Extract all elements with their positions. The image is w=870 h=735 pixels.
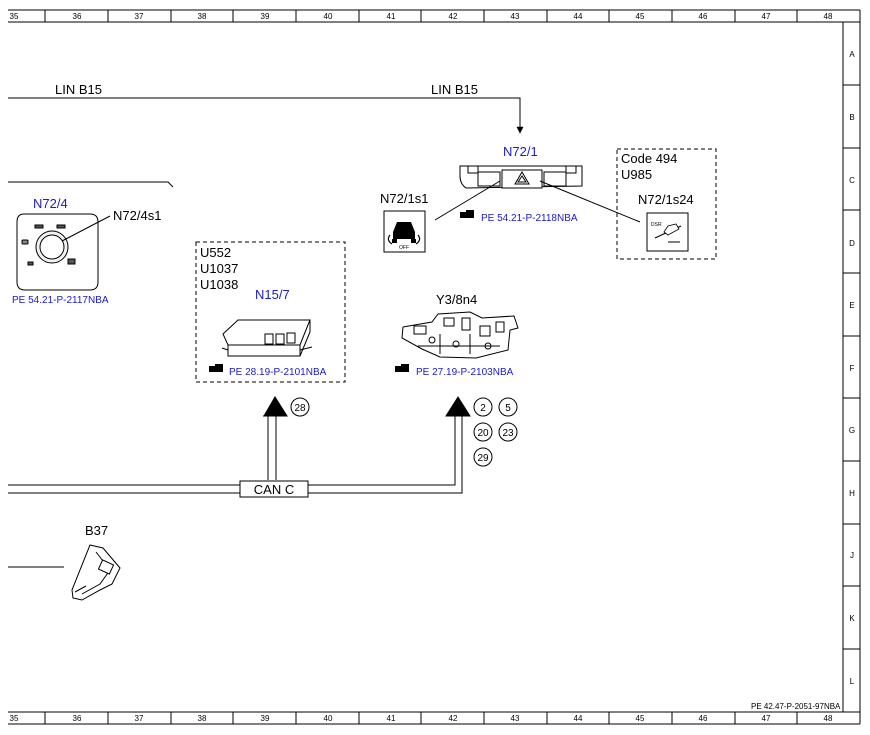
n15-7-ref: PE 28.19-P-2101NBA: [229, 367, 327, 378]
column-ticks: [44, 10, 798, 724]
row-label: J: [850, 551, 854, 560]
column-labels-bottom: 35 36 37 38 39 40 41 42 43 44 45 46 47 4…: [10, 714, 833, 723]
col-label: 37: [135, 714, 144, 723]
col-label: 41: [387, 12, 396, 21]
frame: [8, 9, 861, 725]
row-label: H: [849, 489, 855, 498]
n15-7-code-1: U552: [200, 245, 231, 260]
col-label: 47: [762, 714, 771, 723]
control-panel-icon: [16, 213, 99, 291]
circle-ref: 2: [480, 403, 486, 414]
can-bus: [8, 396, 471, 498]
n72-1s24-code-2: U985: [621, 167, 652, 182]
col-label: 43: [511, 714, 520, 723]
circle-ref: 23: [502, 428, 514, 439]
row-ticks: [843, 84, 860, 650]
col-label: 42: [449, 12, 458, 21]
lin-label-right: LIN B15: [431, 82, 478, 97]
row-label: G: [849, 426, 855, 435]
n72-4-component: N72/4 N72/4s1 PE 54.21-P-2117NBA: [8, 181, 174, 306]
col-label: 44: [574, 12, 583, 21]
overhead-panel-icon: [459, 165, 583, 189]
row-label: A: [849, 50, 855, 59]
n72-1-component: N72/1 PE 54.21-P-2118NBA: [434, 144, 641, 224]
col-label: 44: [574, 714, 583, 723]
n72-1s24-code-1: Code 494: [621, 151, 677, 166]
esp-off-switch-icon: OFF: [383, 210, 426, 253]
n15-7-label: N15/7: [255, 287, 290, 302]
row-labels: A B C D E F G H J K L: [849, 50, 855, 686]
col-label: 38: [198, 714, 207, 723]
col-label: 46: [699, 12, 708, 21]
can-label: CAN C: [254, 482, 294, 497]
dsr-text: DSR: [651, 222, 662, 228]
control-unit-icon: [221, 319, 313, 357]
n72-1s24-component: Code 494 U985 N72/1s24 DSR: [616, 148, 717, 260]
y3-8n4-component: Y3/8n4 PE 27.19-P-2103NBA: [395, 292, 519, 378]
row-label: K: [849, 614, 855, 623]
column-labels-top: 35 36 37 38 39 40 41 42 43 44 45 46 47 4…: [10, 12, 833, 21]
col-label: 45: [636, 12, 645, 21]
b37-label: B37: [85, 523, 108, 538]
circle-ref: 28: [294, 403, 306, 414]
col-label: 47: [762, 12, 771, 21]
n72-1-label: N72/1: [503, 144, 538, 159]
col-label: 43: [511, 12, 520, 21]
circle-refs: [290, 397, 518, 467]
row-label: C: [849, 176, 855, 185]
n15-7-code-2: U1037: [200, 261, 238, 276]
col-label: 37: [135, 12, 144, 21]
n72-1s24-label: N72/1s24: [638, 192, 694, 207]
col-label: 35: [10, 12, 19, 21]
col-label: 36: [73, 12, 82, 21]
col-label: 45: [636, 714, 645, 723]
y3-8n4-label: Y3/8n4: [436, 292, 477, 307]
circle-ref-labels: 28 2 5 20 23 29: [294, 403, 514, 464]
esp-off-text: OFF: [399, 245, 409, 251]
col-label: 48: [824, 714, 833, 723]
col-label: 46: [699, 714, 708, 723]
col-label: 40: [324, 12, 333, 21]
pointing-hand-icon: [395, 364, 409, 372]
valve-body-icon: [401, 311, 519, 359]
n15-7-code-3: U1038: [200, 277, 238, 292]
row-label: D: [849, 239, 855, 248]
col-label: 41: [387, 714, 396, 723]
col-label: 35: [10, 714, 19, 723]
col-label: 40: [324, 714, 333, 723]
col-label: 36: [73, 714, 82, 723]
n72-1s1-component: N72/1s1 OFF: [380, 191, 428, 253]
n72-4s1-label: N72/4s1: [113, 208, 161, 223]
n72-4-label: N72/4: [33, 196, 68, 211]
n72-1s1-label: N72/1s1: [380, 191, 428, 206]
col-label: 42: [449, 714, 458, 723]
col-label: 39: [261, 12, 270, 21]
footer-doc-ref: PE 42.47-P-2051-97NBA: [751, 702, 841, 711]
lin-label-left: LIN B15: [55, 82, 102, 97]
pedal-sensor-icon: [71, 544, 121, 601]
row-label: F: [850, 364, 855, 373]
n72-1-ref: PE 54.21-P-2118NBA: [481, 213, 578, 224]
circle-ref: 5: [505, 403, 511, 414]
lin-bus: LIN B15 LIN B15: [8, 82, 524, 134]
row-label: B: [849, 113, 854, 122]
n72-4-ref: PE 54.21-P-2117NBA: [12, 295, 109, 306]
col-label: 38: [198, 12, 207, 21]
pointing-hand-icon: [209, 364, 223, 372]
b37-component: B37: [8, 523, 121, 601]
n15-7-component: U552 U1037 U1038 N15/7 PE 28.19-P-2101NB…: [195, 241, 346, 383]
col-label: 48: [824, 12, 833, 21]
dsr-switch-icon: DSR: [646, 212, 689, 252]
row-label: E: [849, 301, 854, 310]
row-label: L: [850, 677, 855, 686]
col-label: 39: [261, 714, 270, 723]
y3-8n4-ref: PE 27.19-P-2103NBA: [416, 367, 514, 378]
circle-ref: 29: [477, 453, 489, 464]
pointing-hand-icon: [460, 210, 474, 218]
circle-ref: 20: [477, 428, 489, 439]
